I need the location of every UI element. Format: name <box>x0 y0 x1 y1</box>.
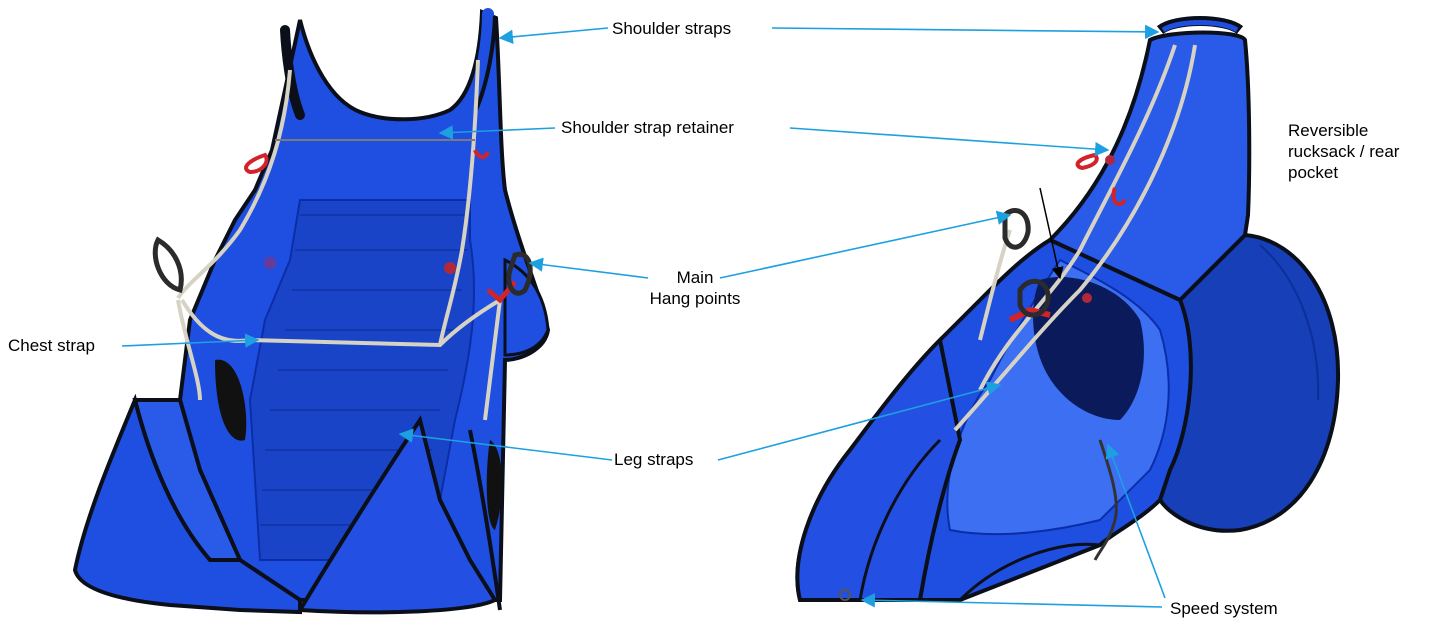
label-rucksack-line2: rucksack / rear <box>1288 141 1399 162</box>
arrow-shoulder-straps-right <box>772 28 1158 32</box>
label-main-hang-points-line2: Hang points <box>640 288 750 309</box>
side-toggle-upper <box>1105 155 1115 165</box>
front-side-pocket <box>505 260 548 355</box>
label-rucksack-line3: pocket <box>1288 162 1399 183</box>
arrow-hang-points-left <box>530 263 648 278</box>
front-toggle-left <box>264 257 276 269</box>
label-leg-straps: Leg straps <box>614 449 693 470</box>
label-main-hang-points: Main Hang points <box>640 267 750 309</box>
arrow-strap-retainer-right <box>790 128 1108 150</box>
arrow-shoulder-straps-left <box>500 28 608 38</box>
label-speed-system: Speed system <box>1170 598 1278 619</box>
harness-side-view <box>797 21 1338 600</box>
label-reversible-rucksack: Reversible rucksack / rear pocket <box>1288 120 1399 183</box>
arrow-speed-system-lower <box>862 600 1162 607</box>
label-shoulder-strap-retainer: Shoulder strap retainer <box>561 117 734 138</box>
label-rucksack-line1: Reversible <box>1288 120 1399 141</box>
side-red-handle-upper <box>1078 155 1097 168</box>
label-chest-strap: Chest strap <box>8 335 95 356</box>
side-toggle-lower <box>1082 293 1092 303</box>
front-toggle-right <box>444 262 456 274</box>
harness-front-view <box>75 12 548 612</box>
arrow-hang-points-right <box>720 215 1010 278</box>
label-shoulder-straps: Shoulder straps <box>612 18 731 39</box>
front-hang-point-left <box>155 240 181 290</box>
label-main-hang-points-line1: Main <box>640 267 750 288</box>
